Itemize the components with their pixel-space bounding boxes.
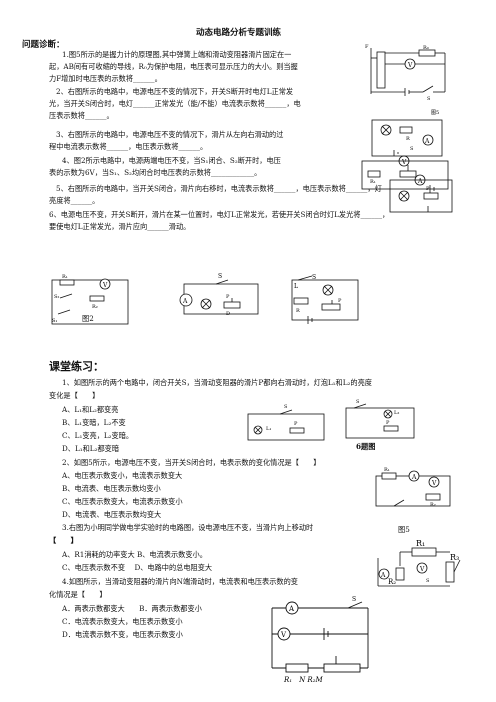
svg-text:R₂: R₂ bbox=[430, 502, 436, 508]
svg-text:S: S bbox=[410, 146, 414, 152]
svg-text:L₂: L₂ bbox=[394, 410, 399, 416]
svg-text:R₃: R₃ bbox=[450, 553, 459, 562]
section-diagnosis-heading: 问题诊断： bbox=[22, 40, 65, 50]
prac-q4-option-a: A．两表示数都变大 B．两表示数都变小 bbox=[62, 604, 202, 613]
diag-q3-line2: 程中电流表示数将______，电压表示数将______。 bbox=[49, 142, 208, 151]
svg-text:S: S bbox=[218, 273, 222, 280]
diag-q1-line1: 1.图5所示的是握力计的原理图,其中弹簧上端和滑动变阻器滑片固定在一 bbox=[62, 50, 292, 59]
prac-q2-option-b: B、电流表、电压表示数均变小 bbox=[62, 484, 161, 493]
circuit-diagram-q5-bottom: A S P D bbox=[179, 273, 259, 317]
svg-text:S: S bbox=[426, 578, 430, 584]
prac-q4-option-c: C．电流表示数变大，电压表示数变小 bbox=[62, 617, 183, 626]
diag-q6-line2: 要使电灯L正常发光，滑片应向______滑动。 bbox=[49, 222, 191, 231]
prac-q1-option-a: A、L₁和L₂都变亮 bbox=[62, 405, 119, 414]
circuit-diagram-prac-q1-left: S L₁ P bbox=[247, 404, 325, 441]
circuit-diagram-q2: A R S bbox=[371, 119, 443, 157]
svg-text:S: S bbox=[356, 399, 360, 405]
section-practice-heading: 课堂练习： bbox=[49, 360, 104, 373]
svg-text:R: R bbox=[296, 308, 300, 314]
circuit-diagram-prac-q1-right: S L₂ P bbox=[345, 399, 415, 439]
prac-q3-line1: 3.右图为小明同学做电学实验时的电路图，设电源电压不变，当滑片向上移动时 bbox=[62, 523, 314, 532]
svg-text:R₁: R₁ bbox=[416, 539, 425, 548]
diag-q3-line1: 3、右图所示的电路中，电源电压不变的情况下，滑片从左向右滑动的过 bbox=[56, 130, 284, 139]
svg-text:R: R bbox=[406, 136, 410, 142]
svg-text:A: A bbox=[182, 298, 188, 305]
diag-q6-line1: 6、电源电压不变，开关S断开，滑片在某一位置时，电灯L正常发光，若使开关S闭合时… bbox=[49, 210, 390, 219]
diag-q1-line2: 起，AB间有可收缩的导线，R₀为保护电阻，电压表可显示压力的大小。则当握 bbox=[49, 62, 298, 71]
prac-q4-line1: 4.如图所示，当滑动变阻器的滑片向N端滑动时，电流表和电压表示数的变 bbox=[62, 577, 298, 586]
svg-text:A: A bbox=[380, 572, 386, 579]
svg-text:S: S bbox=[427, 96, 431, 102]
prac-q3-option-cd: C、电压表示数不变 D、电路中的总电阻变大 bbox=[62, 563, 213, 572]
svg-text:V: V bbox=[102, 282, 108, 289]
svg-text:R₂: R₂ bbox=[92, 304, 98, 310]
prac-q3-line2: 【 】 bbox=[49, 536, 78, 545]
svg-text:S₂: S₂ bbox=[54, 294, 59, 300]
svg-text:R₁: R₁ bbox=[62, 274, 68, 280]
svg-text:P: P bbox=[226, 294, 230, 300]
svg-text:R₀: R₀ bbox=[423, 45, 429, 51]
prac-q4-line2: 化情况是【 】 bbox=[49, 590, 107, 599]
circuit-diagram-q3: V R₁ bbox=[361, 155, 449, 193]
svg-text:A: A bbox=[417, 178, 423, 185]
svg-text:V: V bbox=[401, 159, 407, 166]
svg-text:A: A bbox=[288, 605, 295, 613]
prac-q1-option-d: D、L₁和L₂都变暗 bbox=[62, 444, 120, 453]
prac-q1-option-b: B、L₁变暗，L₂不变 bbox=[62, 418, 126, 427]
prac-q4-fig-resistor-labels: R₁ N R₂M bbox=[283, 676, 324, 684]
svg-text:R₂: R₂ bbox=[388, 578, 396, 586]
circuit-diagram-prac-q4: A S V R₁ N R₂M bbox=[271, 596, 369, 684]
prac-q4-option-d: D．电流表示数不变，电压表示数变小 bbox=[62, 630, 183, 639]
svg-text:V: V bbox=[431, 480, 437, 487]
circuit-diagram-q6: L S R P bbox=[291, 274, 359, 324]
prac-q2-option-d: D、电流表、电压表示数均变大 bbox=[62, 510, 162, 519]
prac-q2-line1: 2、如图5所示，电源电压不变，当开关S闭合时，电表示数的变化情况是【 】 bbox=[62, 458, 321, 467]
svg-text:V: V bbox=[280, 631, 287, 639]
circuit-diagram-fig5: V R₀ F S 图5 bbox=[365, 44, 446, 116]
diag-q2-line2: 光，当开关S闭合时，电灯______正常发光（能/不能）电流表示数将______… bbox=[49, 99, 301, 108]
fig2-caption: 图2 bbox=[82, 314, 94, 323]
svg-text:V: V bbox=[407, 62, 413, 69]
svg-text:S: S bbox=[352, 596, 356, 603]
circuit-diagram-q5: A P bbox=[389, 174, 453, 213]
prac-q3-option-ab: A、R1消耗的功率变大 B、电流表示数变小。 bbox=[62, 550, 207, 559]
diag-q2-line1: 2、右图所示的电路中，电源电压不变的情况下，开关S断开时电灯L正常发 bbox=[56, 87, 294, 96]
prac-q1-option-c: C、L₁变亮，L₂变暗。 bbox=[62, 431, 134, 440]
prac-q1-line1: 1、如图所示的两个电路中，闭合开关S，当滑动变阻器的滑片P都向右滑动时，灯泡L₁… bbox=[62, 378, 372, 387]
svg-text:S: S bbox=[284, 404, 288, 410]
diag-q5-line1: 5、右图所示的电路中，当开关S闭合，滑片向右移时，电流表示数将______，电压… bbox=[56, 184, 382, 193]
circuit-diagram-fig2: R₁ V S₂ R₂ S₁ bbox=[51, 274, 129, 325]
prac-q2-option-c: C、电压表示数变大，电流表示数变小 bbox=[62, 497, 183, 506]
prac-q3-fig-caption: 图5 bbox=[398, 525, 410, 534]
svg-text:L₁: L₁ bbox=[266, 426, 271, 432]
prac-q2-option-a: A、电压表示数变小，电流表示数变大 bbox=[62, 471, 183, 480]
svg-text:A: A bbox=[424, 138, 430, 145]
diag-q4-line1: 4、图2所示电路中，电源两端电压不变，当S₁闭合、S₂断开时，电压 bbox=[62, 156, 281, 165]
diag-q2-line3: 压表示数将______。 bbox=[49, 111, 114, 120]
fig5-caption: 图5 bbox=[431, 110, 439, 116]
prac-q1-line2: 变化是【 】 bbox=[49, 391, 100, 400]
diag-q4-line2: 表的示数为6V，当S₁、S₂均闭合时电压表的示数将____________。 bbox=[49, 168, 262, 177]
svg-text:V: V bbox=[419, 566, 425, 573]
svg-text:D: D bbox=[226, 311, 230, 317]
page-title: 动态电路分析专题训练 bbox=[196, 28, 282, 38]
svg-text:F: F bbox=[365, 44, 369, 50]
svg-text:P: P bbox=[386, 420, 390, 426]
svg-text:S₁: S₁ bbox=[52, 318, 57, 324]
prac-q1-fig-caption: 6题图 bbox=[356, 442, 376, 451]
svg-text:S: S bbox=[312, 274, 316, 281]
svg-text:A: A bbox=[411, 474, 417, 481]
circuit-diagram-prac-q3: R₁ A R₂ V R₃ S bbox=[377, 539, 461, 587]
svg-text:L: L bbox=[294, 283, 298, 290]
diag-q5-line2: 亮度将______。 bbox=[49, 196, 100, 205]
svg-text:R₁: R₁ bbox=[384, 467, 390, 473]
circuit-diagram-prac-q2: R₁ A V R₂ bbox=[375, 467, 451, 508]
diag-q1-line3: 力F增加时电压表的示数将______。 bbox=[49, 74, 162, 83]
svg-text:P: P bbox=[294, 421, 298, 427]
svg-text:P: P bbox=[338, 298, 342, 304]
svg-text:P: P bbox=[426, 186, 430, 192]
svg-text:R₁: R₁ bbox=[370, 179, 376, 185]
